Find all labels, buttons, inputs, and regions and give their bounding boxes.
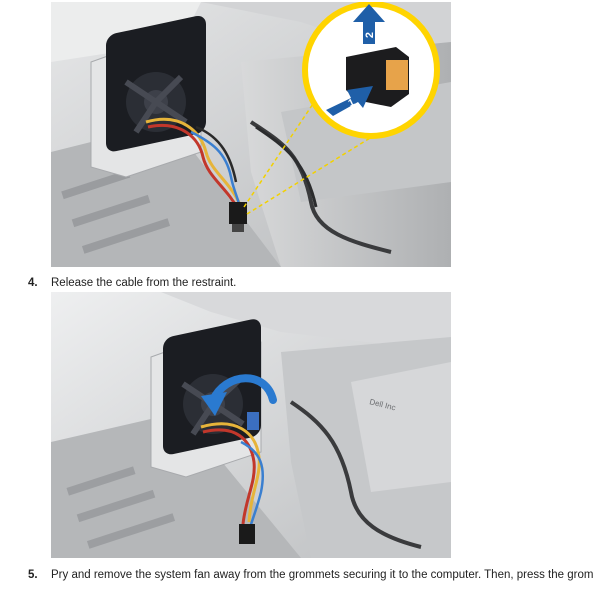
callout-number-1: 1 <box>347 97 357 110</box>
fan-wire-red <box>202 428 256 525</box>
fan-connector <box>229 202 247 224</box>
figure-fan-connector: 2 1 <box>51 2 451 267</box>
callout-number-2: 2 <box>364 32 376 38</box>
fan-wire-black <box>195 125 238 183</box>
fan-restraint-illustration: Dell Inc <box>51 292 451 558</box>
step-number: 5. <box>28 569 38 581</box>
step-4: 4. Release the cable from the restraint. <box>28 276 593 290</box>
step-5: 5. Pry and remove the system fan away fro… <box>28 568 593 582</box>
fan-blades <box>124 74 188 134</box>
arrow-up-icon <box>353 4 385 44</box>
connector-latch-tab <box>386 60 408 90</box>
expansion-slot <box>81 218 171 254</box>
callout-leader-line <box>246 121 397 215</box>
fan-connector-illustration: 2 1 <box>51 2 451 267</box>
cable-restraint <box>247 412 259 430</box>
expansion-slot <box>86 513 176 549</box>
release-arrowhead-icon <box>201 392 227 416</box>
fan-wire-blue <box>190 130 243 213</box>
arrow-press-icon <box>326 86 373 116</box>
step-number: 4. <box>28 277 38 289</box>
power-cable <box>289 400 422 549</box>
release-arrow-icon <box>209 374 277 404</box>
expansion-slot <box>71 194 151 228</box>
callout-leader-line <box>243 61 342 208</box>
expansion-slot <box>61 169 131 200</box>
hard-drive-face <box>351 362 451 492</box>
expansion-slot <box>76 489 156 523</box>
figure-fan-restraint: Dell Inc <box>51 292 451 558</box>
fan-wire-blue <box>240 440 265 533</box>
fan-wire-red <box>147 124 240 210</box>
power-cable <box>255 125 318 208</box>
expansion-slot <box>66 466 136 496</box>
chassis-rear-rail <box>161 292 451 352</box>
step-text: Pry and remove the system fan away from … <box>51 569 593 581</box>
power-cable <box>249 120 392 254</box>
fan-connector-socket <box>232 224 244 232</box>
step-text: Release the cable from the restraint. <box>51 277 237 289</box>
fan-connector <box>239 524 255 544</box>
fan-wire-yellow <box>145 117 243 208</box>
fan-blades <box>181 377 245 436</box>
motherboard-area <box>51 412 301 558</box>
